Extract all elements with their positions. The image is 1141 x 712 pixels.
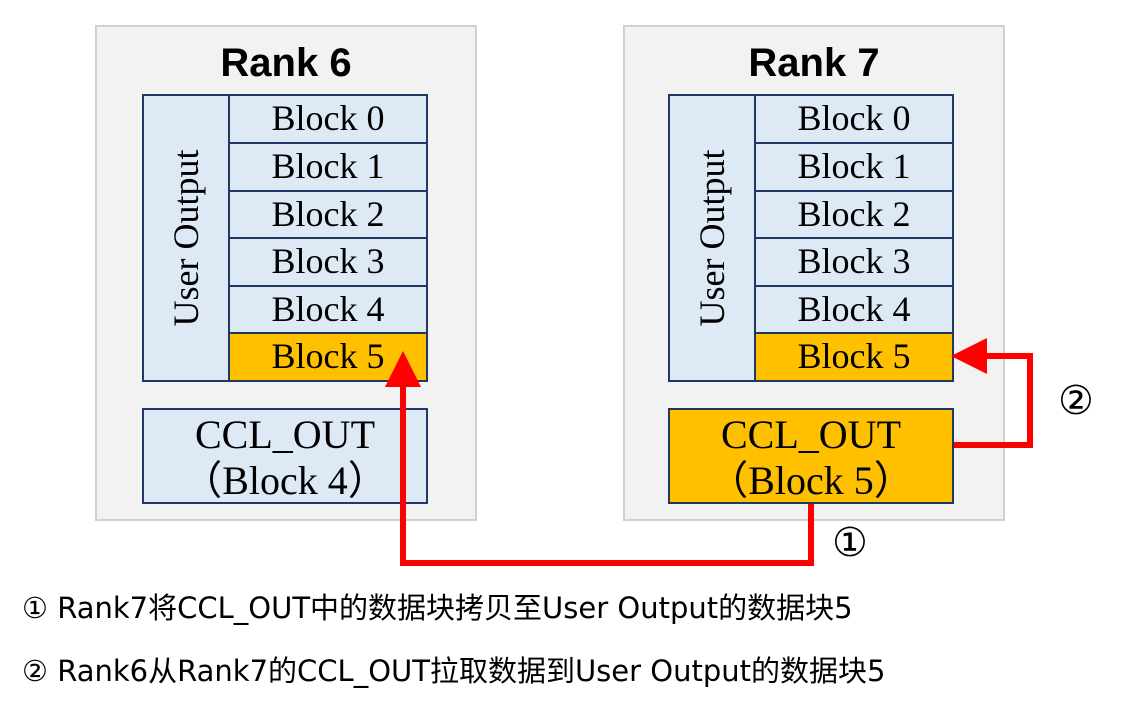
note-step1: ① Rank7将CCL_OUT中的数据块拷贝至User Output的数据块5 — [22, 591, 853, 625]
step1-arrow — [385, 351, 814, 566]
rank7-ccl-out-block: （Block 5） — [708, 458, 914, 503]
rank6-ccl-out: CCL_OUT （Block 4） — [142, 408, 428, 504]
step1-marker: ① — [832, 520, 868, 566]
rank6-block-3: Block 3 — [228, 237, 428, 287]
rank6-user-output-label-box: User Output — [142, 94, 230, 382]
rank7-ccl-out-title: CCL_OUT — [721, 412, 901, 457]
rank7-block-0: Block 0 — [754, 94, 954, 144]
rank7-block-5: Block 5 — [754, 332, 954, 382]
rank7-block-3: Block 3 — [754, 237, 954, 287]
step2-marker: ② — [1058, 378, 1094, 424]
rank6-ccl-out-title: CCL_OUT — [195, 412, 375, 457]
rank7-title: Rank 7 — [748, 41, 880, 85]
rank6-title: Rank 6 — [220, 41, 352, 85]
rank7-ccl-out: CCL_OUT （Block 5） — [668, 408, 954, 504]
rank6-block-0: Block 0 — [228, 94, 428, 144]
rank6-ccl-out-block: （Block 4） — [182, 458, 388, 503]
step2-arrow — [951, 338, 1033, 448]
note-step2: ② Rank6从Rank7的CCL_OUT拉取数据到User Output的数据… — [22, 654, 886, 688]
